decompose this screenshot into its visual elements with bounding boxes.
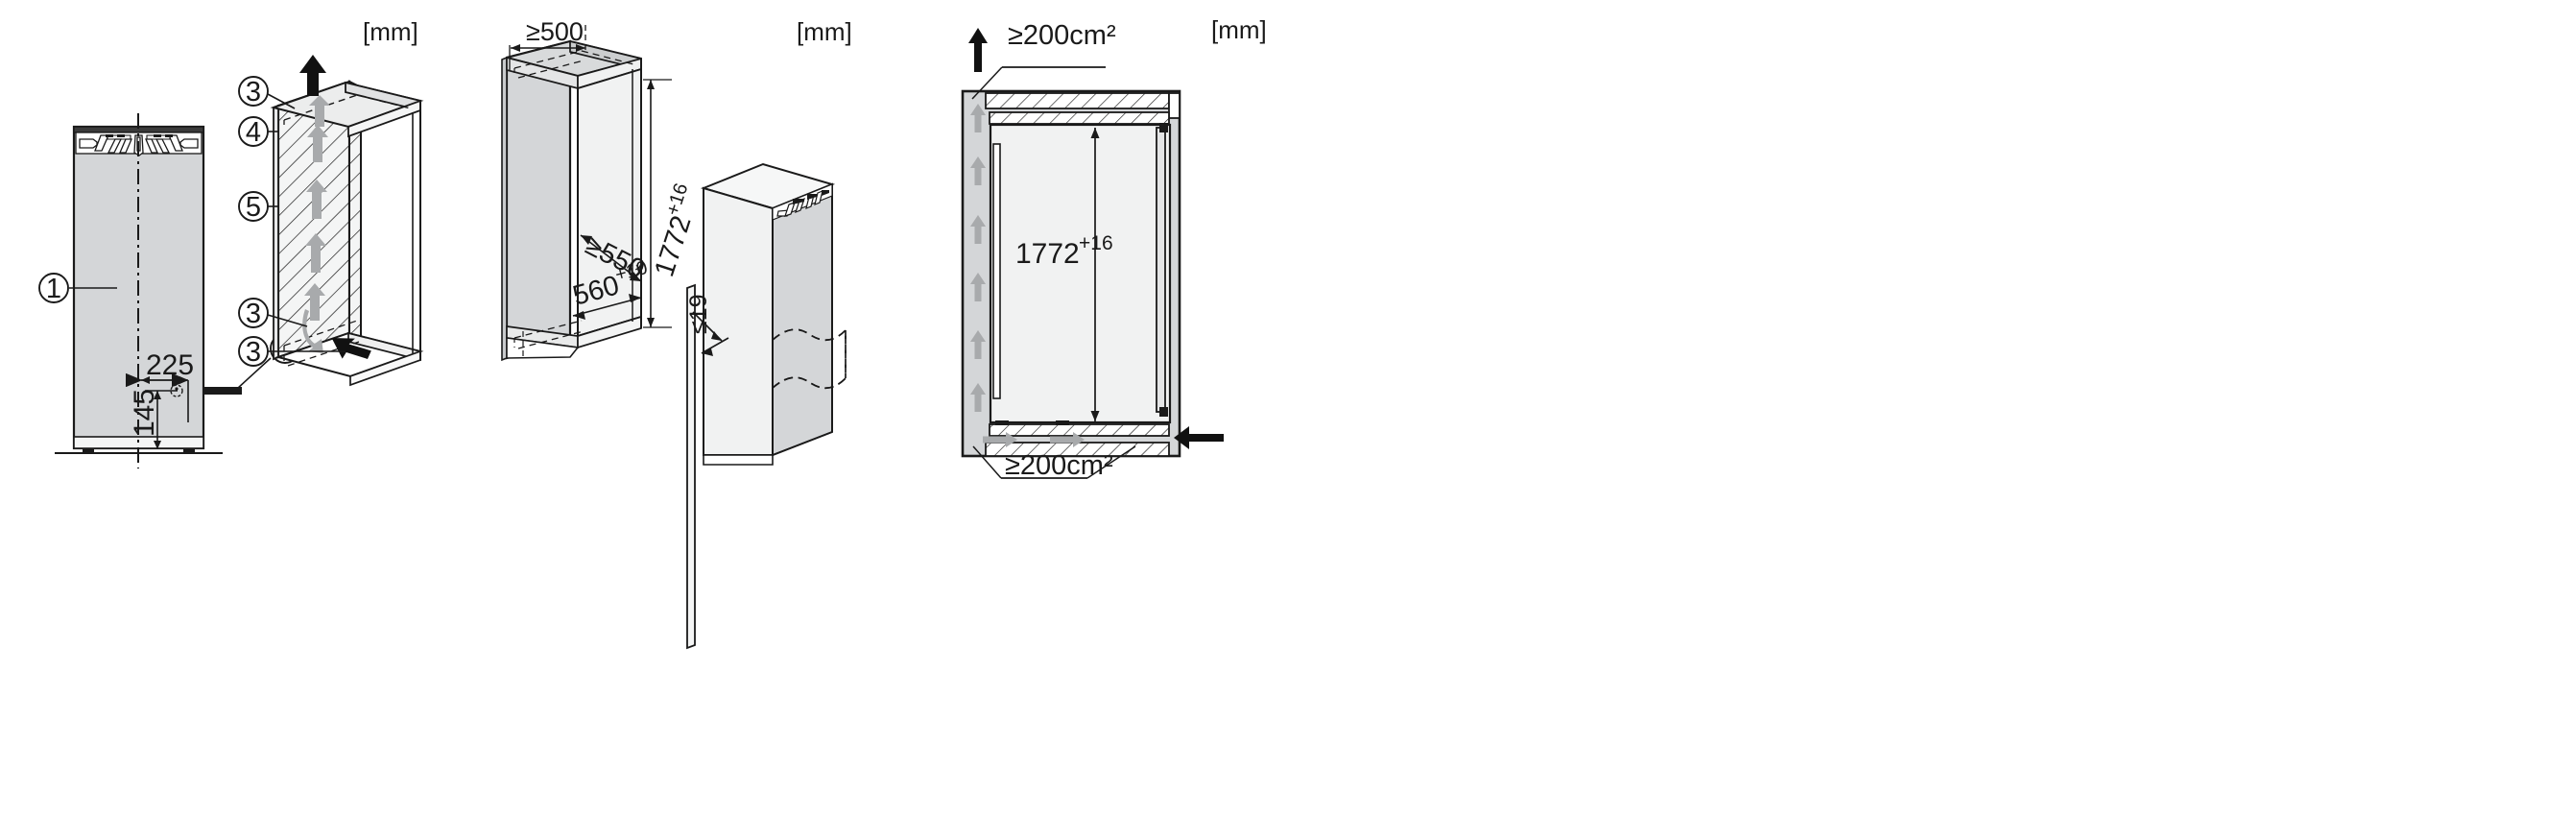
callout-3-top: 3 — [238, 76, 296, 109]
annotation-vent-area-bottom: ≥200cm² — [972, 445, 1136, 481]
figure-ventilation-section-view: [mm] — [961, 15, 1267, 481]
bottom-boards — [985, 420, 1170, 457]
annotation-vent-area-top-label: ≥200cm² — [1008, 20, 1116, 51]
callout-4-label: 4 — [246, 117, 261, 148]
top-boards — [985, 92, 1181, 125]
dimension-height-1772-section-label: 1772 — [1015, 238, 1080, 270]
iso-top-fixing-hardware-icon — [772, 183, 833, 221]
rear-air-channel — [992, 143, 1001, 399]
unit-label-mm-fig5: [mm] — [1211, 15, 1267, 44]
exhaust-arrow-top-section — [968, 28, 988, 72]
figure-niche-airflow-view: [mm] — [238, 17, 424, 387]
top-fixing-hardware-icon — [79, 134, 199, 156]
callout-3-top-label: 3 — [246, 77, 261, 108]
callout-1-label: 1 — [46, 274, 61, 304]
dimension-min-500-label: ≥500 — [526, 17, 584, 46]
appliance-door-face — [772, 182, 833, 457]
callout-3-base-label: 3 — [246, 337, 261, 368]
figure-niche-dimensions-view: [mm] — [501, 17, 852, 362]
dimension-max-19: ≤19 — [685, 294, 729, 356]
callout-3-rear: 3 — [238, 298, 308, 329]
dimension-225: 225 — [126, 349, 194, 422]
callout-1-appliance-body: 1 — [38, 273, 117, 304]
appliance-front-face — [703, 186, 774, 456]
figure-appliance-front-view: 1 225 — [38, 113, 300, 468]
dimension-145: 145 — [129, 389, 178, 449]
annotation-vent-area-bottom-label: ≥200cm² — [1005, 450, 1113, 481]
intake-arrow-bottom — [331, 337, 371, 359]
callout-4-side-panel: 4 — [238, 116, 278, 148]
intake-arrow-right-section — [1174, 426, 1224, 449]
annotation-vent-area-top: ≥200cm² — [971, 20, 1116, 100]
appliance-body-section — [989, 123, 1172, 424]
unit-label-mm-fig2: [mm] — [363, 17, 418, 46]
figure-appliance-isometric-view: ≤19 — [685, 162, 847, 650]
niche-bottom-board — [274, 320, 424, 387]
callout-5-rear-clearance: 5 — [238, 191, 278, 223]
exhaust-arrow-top — [299, 55, 326, 96]
airflow-arrows-up — [302, 95, 330, 353]
dimension-height-1772-section-tolerance: +16 — [1079, 232, 1113, 254]
cable-outlet-marker — [170, 384, 183, 397]
door-panel-section — [1156, 127, 1166, 413]
appliance-plinth — [703, 454, 774, 466]
door-panel-edge — [686, 283, 696, 650]
dimension-height-1772-section: 1772 +16 — [1015, 128, 1113, 421]
dimension-145-label: 145 — [129, 389, 160, 437]
callout-3-base: 3 — [238, 336, 346, 368]
power-cable-icon — [203, 387, 242, 395]
dimension-225-label: 225 — [146, 349, 194, 381]
break-line-wave — [772, 327, 847, 390]
unit-label-mm-fig3: [mm] — [797, 17, 852, 46]
dimension-min-500: ≥500 — [509, 17, 586, 70]
callout-3-rear-label: 3 — [246, 299, 261, 329]
airflow-arrows-section — [970, 104, 1085, 447]
callout-5-label: 5 — [246, 192, 261, 223]
dimension-max-19-label: ≤19 — [685, 294, 712, 334]
niche-left-panel-edge — [501, 56, 508, 362]
niche-left-side-panel — [505, 39, 572, 360]
